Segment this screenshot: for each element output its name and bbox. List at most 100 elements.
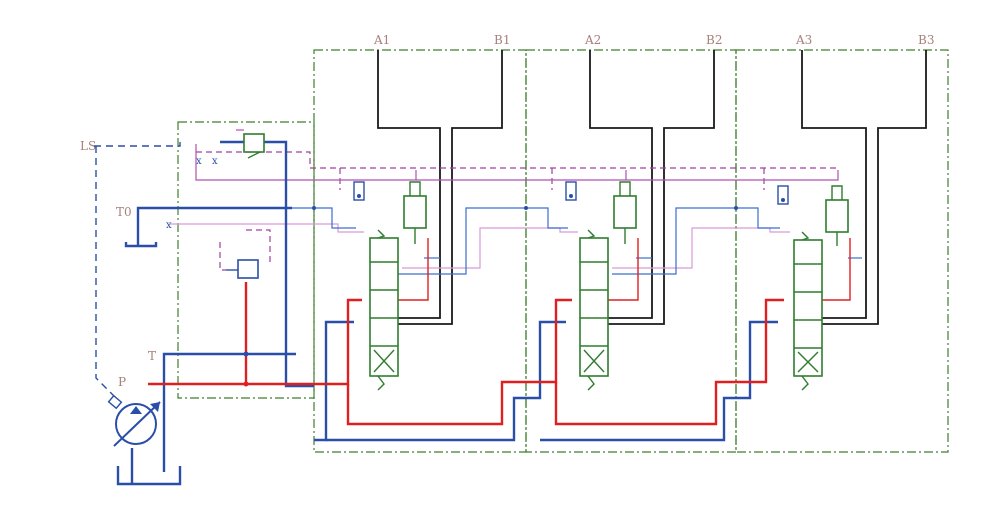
port-label-p: P xyxy=(118,375,126,389)
section-borders xyxy=(177,49,949,453)
shuttle-ball-2 xyxy=(569,194,573,198)
port-label-b2: B2 xyxy=(706,33,722,47)
tank-t0-symbol xyxy=(124,242,158,248)
compensator-2 xyxy=(613,195,637,229)
compensator-1-spring xyxy=(409,181,421,196)
tank-sec1 xyxy=(314,320,354,442)
a1-line xyxy=(377,50,441,319)
signal-blue-3 xyxy=(612,207,780,275)
section-3-valves xyxy=(777,185,849,391)
port-label-a2: A2 xyxy=(584,33,601,47)
ls-pilot-main xyxy=(196,151,838,169)
inlet-relief-valve: x x x xyxy=(166,129,265,231)
spool-1-spring xyxy=(377,375,385,391)
compensator-3 xyxy=(825,199,849,233)
pilot-lines xyxy=(195,144,839,262)
signal-lines xyxy=(170,207,862,275)
comp-red-3 xyxy=(822,238,851,301)
comp-red-1 xyxy=(398,238,429,301)
shuttle-ball-3 xyxy=(781,198,785,202)
section-3-border xyxy=(735,49,949,453)
p-line-sec1 xyxy=(148,298,362,386)
cross-marker-2: x xyxy=(212,156,218,167)
spool-1-cross-b xyxy=(373,349,395,373)
compensator-3-spring xyxy=(831,185,843,200)
b2-line xyxy=(608,50,715,325)
tank-return-main xyxy=(220,140,314,388)
junction-dots xyxy=(243,206,738,387)
port-label-b3: B3 xyxy=(918,33,934,47)
shuttle-valve-2 xyxy=(565,181,577,201)
spool-1-top-spring xyxy=(377,229,386,239)
t-line xyxy=(162,352,296,472)
pilot-solid-2 xyxy=(416,170,627,181)
reducing-valve-body xyxy=(237,259,259,279)
tank-pump-symbol xyxy=(116,466,182,486)
spool-valve-2 xyxy=(579,237,609,377)
port-label-a1: A1 xyxy=(373,33,390,47)
pilot-solid-3 xyxy=(626,170,839,181)
shuttle-valve-1 xyxy=(353,181,365,201)
section-2-valves xyxy=(565,181,637,391)
junction-3 xyxy=(312,206,316,210)
relief-valve-spring xyxy=(247,151,261,159)
cross-marker-3: x xyxy=(166,220,172,231)
port-label-ls: LS xyxy=(80,139,96,153)
signal-blue-1 xyxy=(292,207,356,229)
pump-variable-arrow xyxy=(113,401,161,447)
spool-3-top-spring xyxy=(801,231,810,241)
b1-line xyxy=(398,50,503,325)
compensator-1 xyxy=(403,195,427,229)
b3-line xyxy=(822,50,927,325)
spool-2-cross-b xyxy=(583,349,605,373)
port-label-t: T xyxy=(148,349,156,363)
pump-arrow-head xyxy=(150,402,160,412)
signal-pink-2 xyxy=(402,227,578,269)
pilot-solid-1 xyxy=(195,144,417,181)
signal-blue-2 xyxy=(398,207,568,275)
tank-lines xyxy=(116,140,778,486)
reducing-valve-drain xyxy=(219,242,226,271)
junction-1 xyxy=(243,351,249,357)
port-label-a3: A3 xyxy=(795,33,812,47)
spool-2-top-spring xyxy=(587,229,596,239)
port-label-b1: B1 xyxy=(494,33,510,47)
section-1-border xyxy=(313,49,527,453)
spool-2-spring xyxy=(587,375,595,391)
reducer-pilot xyxy=(246,229,271,262)
ls-line-top xyxy=(94,142,181,147)
work-port-lines xyxy=(377,50,927,325)
comp-red-2 xyxy=(608,238,639,301)
p-line-sec2 xyxy=(346,298,572,426)
inlet-section-border xyxy=(177,121,315,399)
reducing-valve xyxy=(219,242,259,279)
spool-3-cross-b xyxy=(797,351,819,373)
junction-2 xyxy=(243,381,249,387)
spool-3-spring xyxy=(801,375,809,391)
shuttle-ball-1 xyxy=(357,194,361,198)
section-1-valves xyxy=(353,181,427,391)
tank-sec3 xyxy=(540,320,778,442)
p-line-sec3 xyxy=(554,298,784,426)
variable-pump xyxy=(107,394,161,447)
compensator-2-spring xyxy=(619,181,631,196)
cross-marker-1: x xyxy=(196,156,202,167)
shuttle-valve-3 xyxy=(777,185,789,205)
relief-valve-body xyxy=(243,133,265,153)
section-2-border xyxy=(525,49,737,453)
pump-control xyxy=(107,394,123,410)
ls-line-to-pump xyxy=(95,146,117,399)
tank-sec2 xyxy=(326,320,566,442)
a2-line xyxy=(589,50,653,319)
spool-valve-1 xyxy=(369,237,399,377)
a3-line xyxy=(801,50,867,319)
port-labels: A1 B1 A2 B2 A3 B3 LS T0 T P xyxy=(80,33,934,389)
junction-4 xyxy=(524,206,528,210)
t0-line xyxy=(136,206,292,246)
signal-pink-3 xyxy=(612,227,790,269)
junction-5 xyxy=(734,206,738,210)
pump-triangle xyxy=(130,406,142,414)
spool-valve-3 xyxy=(793,239,823,377)
